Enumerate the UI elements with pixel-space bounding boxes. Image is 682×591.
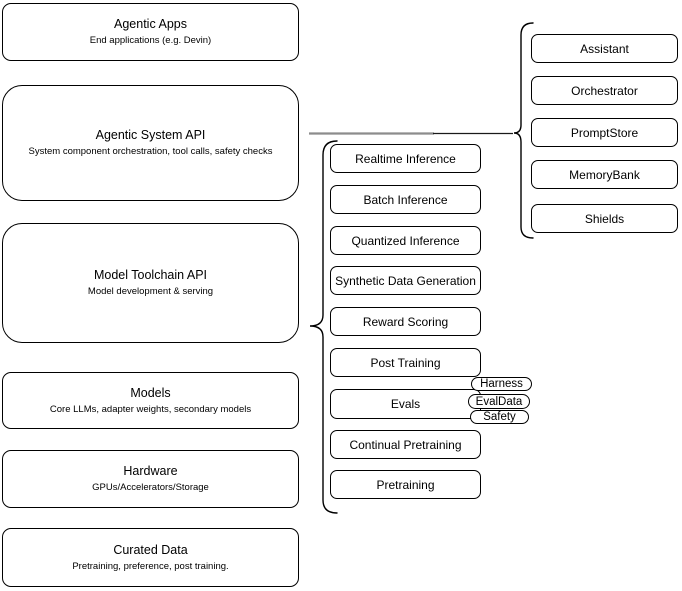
toolchain-item-realtime-inference: Realtime Inference <box>330 144 481 173</box>
box-subtitle: Core LLMs, adapter weights, secondary mo… <box>49 403 252 415</box>
system-component-memorybank: MemoryBank <box>531 160 678 189</box>
evals-tag-evaldata: EvalData <box>468 394 530 409</box>
box-title: Agentic Apps <box>114 17 187 31</box>
system-component-promptstore: PromptStore <box>531 118 678 147</box>
box-title: Curated Data <box>113 542 188 557</box>
toolchain-item-evals: Evals <box>330 389 481 419</box>
toolchain-item-batch-inference: Batch Inference <box>330 185 481 214</box>
box-hardware: Hardware GPUs/Accelerators/Storage <box>2 450 299 508</box>
toolchain-item-reward-scoring: Reward Scoring <box>330 307 481 336</box>
system-component-assistant: Assistant <box>531 34 678 63</box>
box-models: Models Core LLMs, adapter weights, secon… <box>2 372 299 429</box>
box-title: Hardware <box>123 464 178 478</box>
evals-tag-safety: Safety <box>470 410 529 424</box>
toolchain-item-post-training: Post Training <box>330 348 481 377</box>
toolchain-item-continual-pretraining: Continual Pretraining <box>330 430 481 459</box>
toolchain-item-pretraining: Pretraining <box>330 470 481 499</box>
toolchain-group-brace <box>309 140 338 514</box>
system-component-shields: Shields <box>531 204 678 233</box>
box-title: Model Toolchain API <box>93 268 208 282</box>
box-title: Agentic System API <box>95 128 206 142</box>
box-model-toolchain-api: Model Toolchain API Model development & … <box>2 223 299 343</box>
box-agentic-apps: Agentic Apps End applications (e.g. Devi… <box>2 3 299 61</box>
box-subtitle: Pretraining, preference, post training. <box>72 560 229 572</box>
system-component-orchestrator: Orchestrator <box>531 76 678 105</box>
box-title: Models <box>130 385 171 400</box>
toolchain-item-quantized-inference: Quantized Inference <box>330 226 481 255</box>
box-subtitle: End applications (e.g. Devin) <box>89 35 212 46</box>
system-components-brace <box>513 22 534 239</box>
evals-tag-harness: Harness <box>471 377 532 391</box>
box-subtitle: System component orchestration, tool cal… <box>28 146 273 157</box>
box-subtitle: GPUs/Accelerators/Storage <box>92 482 209 493</box>
box-curated-data: Curated Data Pretraining, preference, po… <box>2 528 299 587</box>
box-agentic-system-api: Agentic System API System component orch… <box>2 85 299 201</box>
toolchain-item-synthetic-data-generation: Synthetic Data Generation <box>330 266 481 295</box>
box-subtitle: Model development & serving <box>87 286 214 297</box>
